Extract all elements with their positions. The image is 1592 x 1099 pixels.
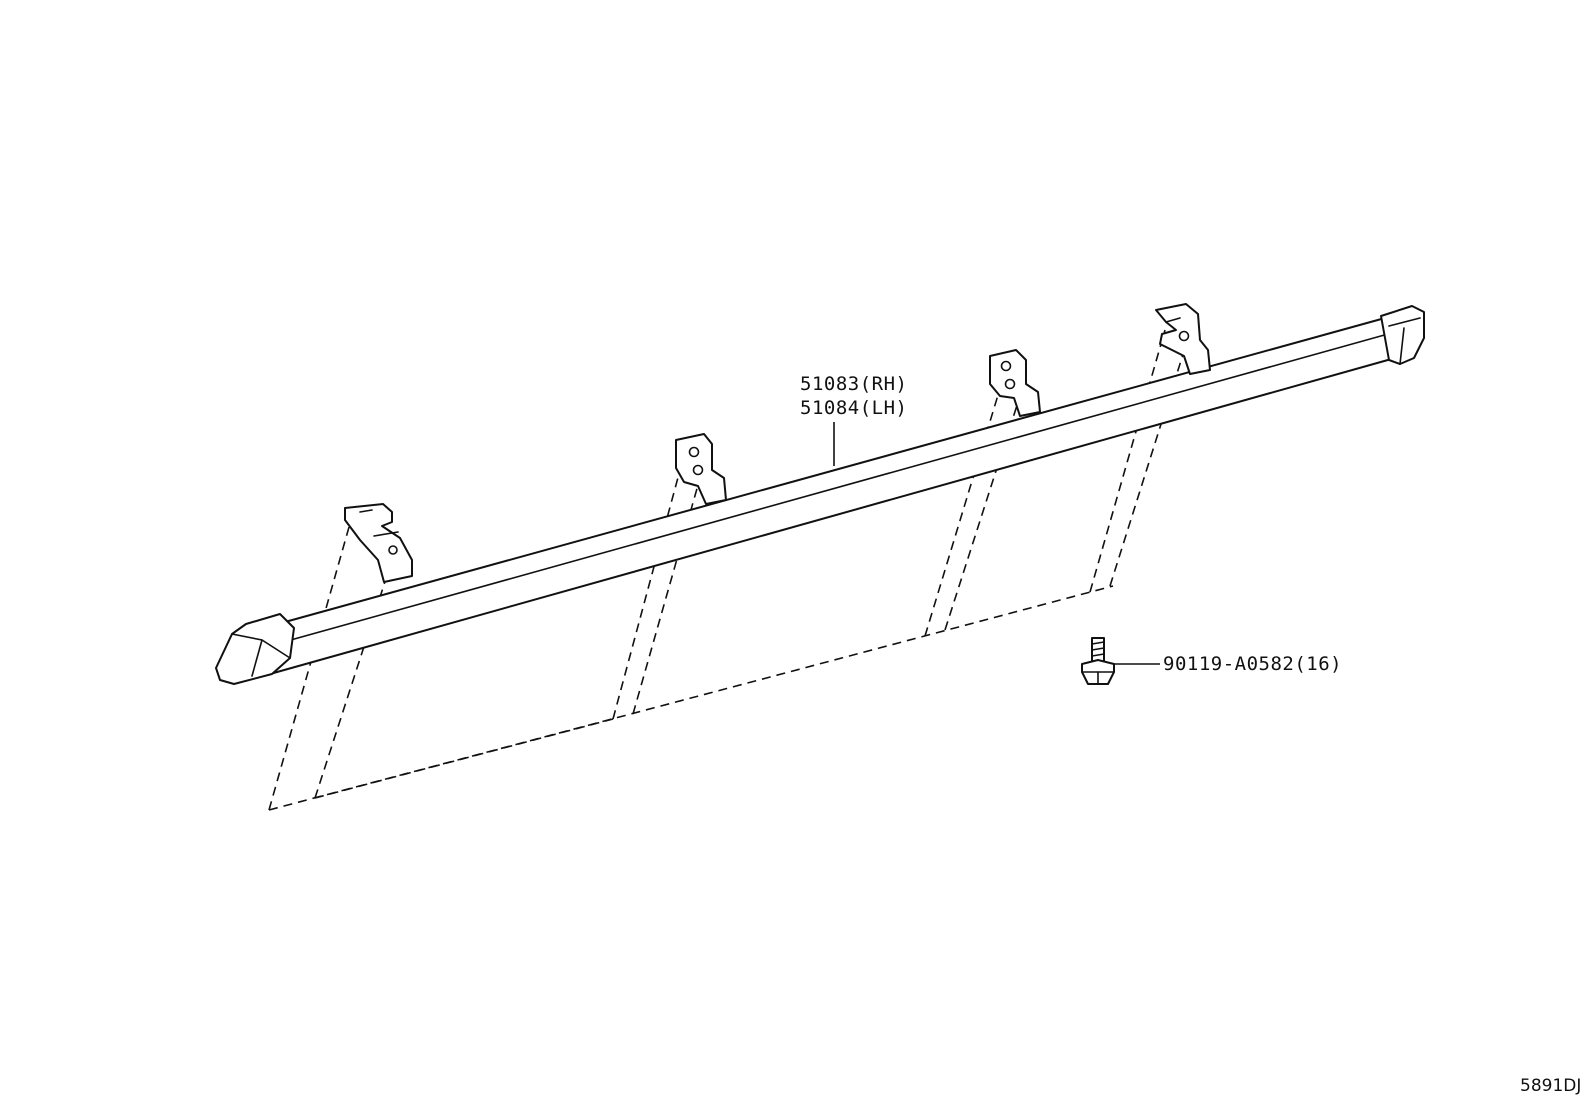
figure-code: 5891DJ bbox=[1520, 1076, 1582, 1096]
bolt-icon bbox=[1081, 637, 1115, 685]
callout-rail-lh: 51084(LH) bbox=[800, 397, 908, 419]
rail-end-cap-left bbox=[215, 613, 295, 685]
bracket-1 bbox=[344, 503, 413, 583]
callout-rail-rh: 51083(RH) bbox=[800, 373, 908, 395]
callout-bolt: 90119-A0582(16) bbox=[1163, 653, 1343, 675]
bracket-2 bbox=[675, 433, 727, 505]
bracket-3 bbox=[989, 349, 1041, 417]
side-rail bbox=[215, 305, 1425, 685]
bracket-4 bbox=[1155, 303, 1211, 375]
installation-guide-lines bbox=[268, 329, 1186, 811]
